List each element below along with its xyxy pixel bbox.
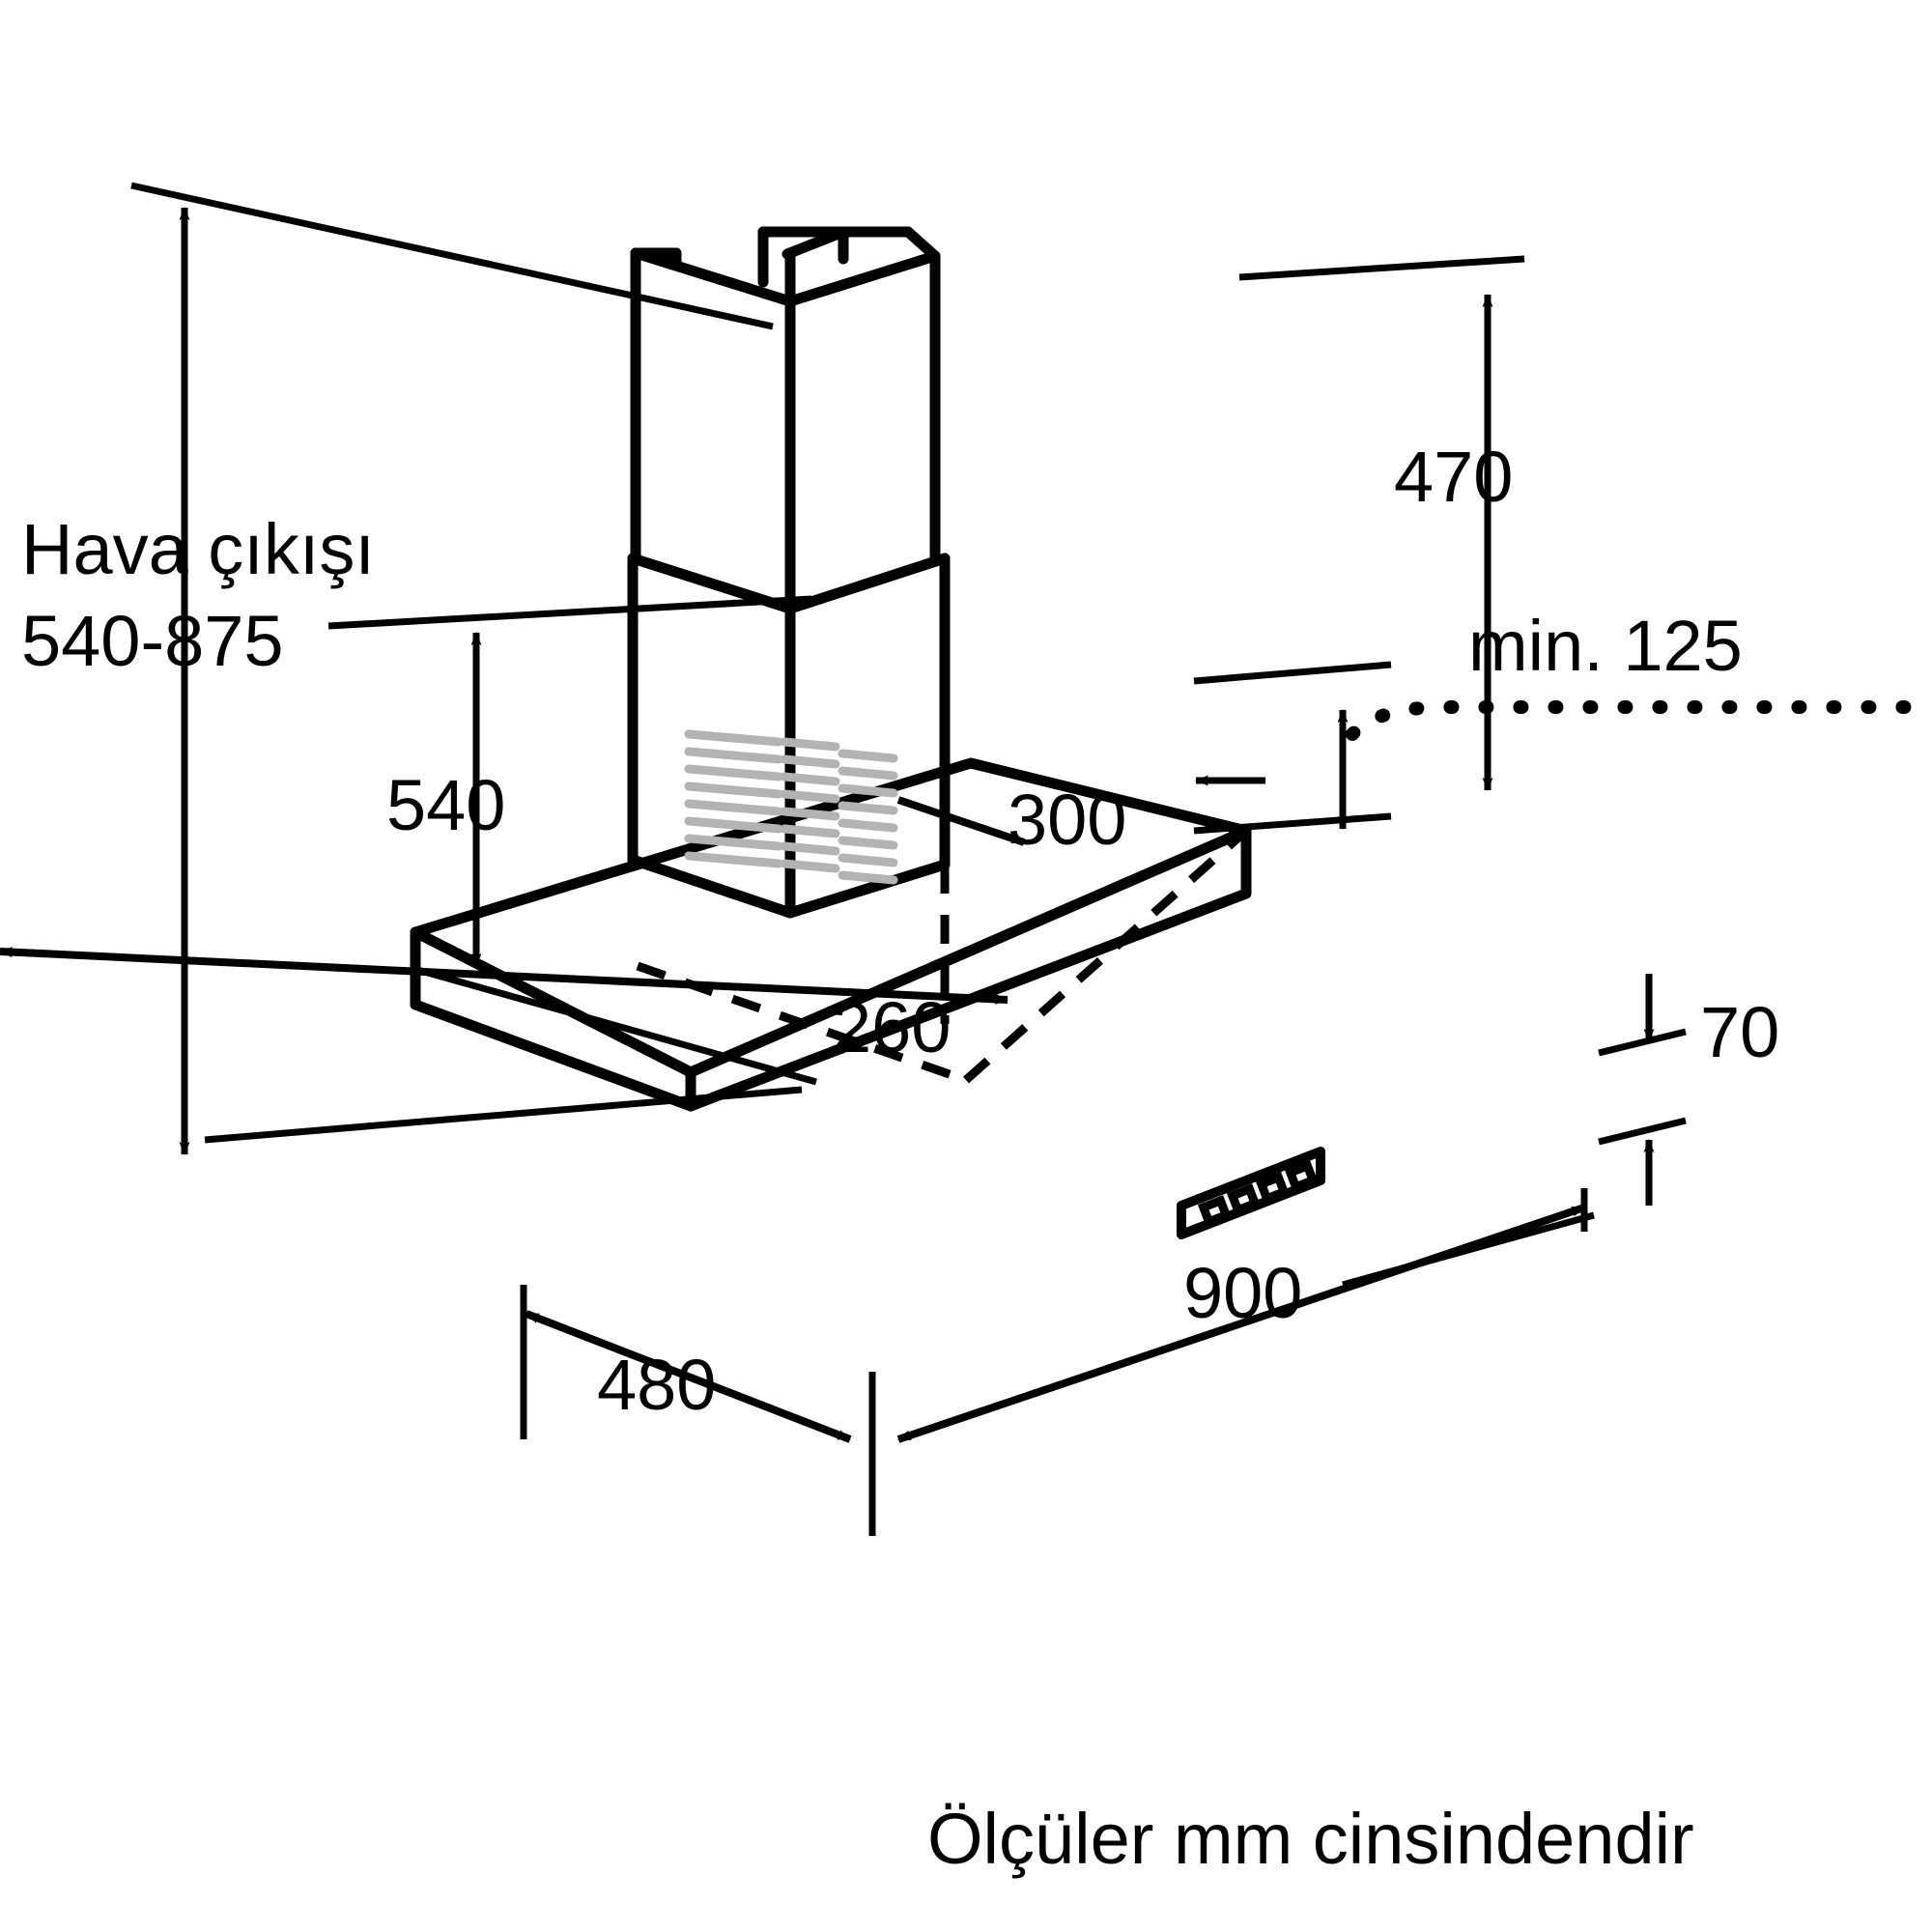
extline-min125-bot (1193, 812, 1392, 835)
air-outlet-label-line2: 540-875 (21, 601, 284, 681)
grille-col-1 (838, 749, 898, 885)
control-button-4 (1284, 1160, 1320, 1193)
dimline-300 (896, 796, 1026, 846)
dotted-leader-min125 (1346, 700, 1919, 741)
outlet-collar-edge2 (781, 226, 849, 260)
dimension-label-260: 260 (832, 987, 952, 1067)
dimension-label-300: 300 (1008, 780, 1127, 860)
dimension-label-70: 70 (1700, 992, 1780, 1072)
extline-900-right (1342, 1211, 1595, 1289)
grille-col-2 (780, 737, 840, 873)
extline-min125-top (1193, 661, 1392, 685)
chimney-upper-top-left (630, 247, 796, 307)
air-outlet-label-line1: Hava çıkışı (21, 509, 375, 589)
dimension-label-900: 900 (1183, 1253, 1303, 1333)
dimension-lines (0, 182, 1687, 1536)
air-grille (684, 729, 898, 885)
canopy-front-left-face (410, 926, 696, 1112)
chimney-upper-top-right (784, 250, 941, 307)
grille-col-3 (684, 729, 783, 868)
extline-70-upper (1598, 1028, 1687, 1057)
hidden-edge-top-right (788, 860, 947, 918)
extline-70-lower (1598, 1117, 1687, 1146)
control-button-3 (1255, 1172, 1291, 1205)
extline-470-top (1238, 255, 1525, 281)
units-note: Ölçüler mm cinsindendir (927, 1799, 1694, 1879)
extline-540-top (327, 595, 812, 630)
hidden-edge-lower-right (963, 827, 1249, 1084)
chimney-lower-top-right (784, 553, 951, 614)
control-button-2 (1226, 1183, 1262, 1216)
dimension-label-540: 540 (386, 765, 506, 845)
dimline-480 (525, 1310, 852, 1443)
hood-body-geometry (410, 226, 1252, 1112)
chimney-top-rim-right (902, 226, 941, 262)
leader-overall-bottom (204, 1086, 803, 1144)
canopy-front-right-face (685, 825, 1252, 1112)
hidden-edge-top (631, 855, 792, 918)
dimline-260 (0, 947, 1009, 1005)
dimension-label-470: 470 (1394, 437, 1514, 517)
control-button-1 (1197, 1195, 1233, 1228)
dimension-label-480: 480 (597, 1345, 717, 1425)
control-panel[interactable] (1177, 1147, 1325, 1239)
dimension-label-min125: min. 125 (1468, 606, 1743, 686)
leader-overall-top (130, 182, 774, 330)
